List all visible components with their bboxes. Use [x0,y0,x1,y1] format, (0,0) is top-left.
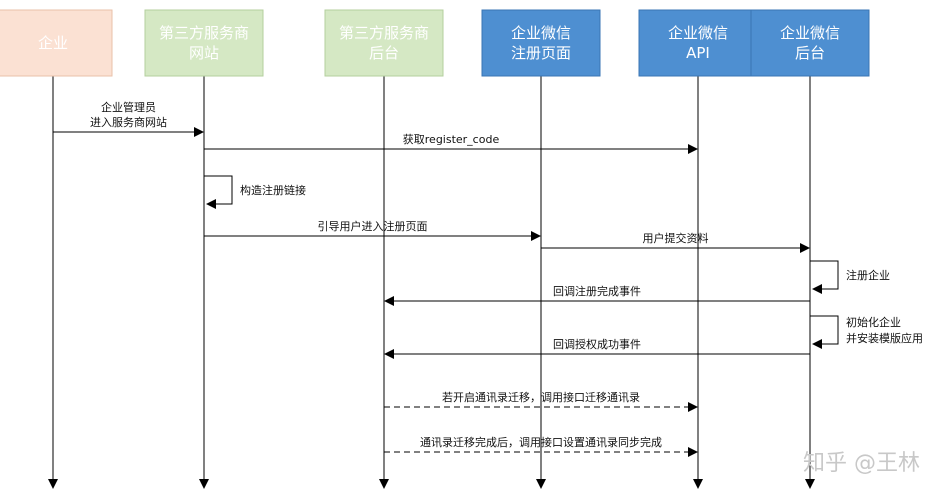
message-label: 用户提交资料 [643,231,709,245]
self-call-arrow [810,260,839,294]
actor-box [638,9,758,77]
actor-box [324,9,444,77]
actor-label: 后台 [795,44,825,62]
actor-label: 第三方服务商 [159,24,249,42]
actor-label: 企业微信 [511,24,571,42]
message-label: 通讯录迁移完成后，调用接口设置通讯录同步完成 [420,435,662,449]
message-6: 注册企业 [810,260,890,294]
message-11: 通讯录迁移完成后，调用接口设置通讯录同步完成 [384,435,698,457]
message-label: 进入服务商网站 [90,115,167,129]
actor-box [0,9,113,77]
actor-wecom-api: 企业微信 API [638,9,758,77]
watermark: 知乎 @王林 [803,451,920,476]
self-call-arrow [204,175,233,209]
actor-label: 注册页面 [511,44,571,62]
message-5: 用户提交资料 [541,231,810,253]
actor-label: 企业 [38,34,68,52]
message-label: 注册企业 [846,268,890,282]
message-9: 回调授权成功事件 [384,337,810,359]
actor-box [750,9,870,77]
message-label: 回调授权成功事件 [553,337,641,351]
message-2: 获取register_code [204,133,698,154]
message-label: 构造注册链接 [240,183,306,197]
message-label: 初始化企业 [846,315,901,329]
self-call-arrow [810,315,839,349]
message-10: 若开启通讯录迁移，调用接口迁移通讯录 [384,391,698,412]
actor-enterprise: 企业 [0,9,113,77]
actor-box [144,9,264,77]
actor-label: 第三方服务商 [339,24,429,42]
message-label: 引导用户进入注册页面 [318,219,428,233]
actor-label: 网站 [189,44,219,62]
message-label: 若开启通讯录迁移，调用接口迁移通讯录 [442,391,640,404]
message-label: 回调注册完成事件 [553,284,641,298]
message-4: 引导用户进入注册页面 [204,219,541,241]
actor-label: API [686,44,710,62]
actor-label: 企业微信 [668,24,728,42]
message-label: 并安装模版应用 [846,331,923,345]
message-label: 获取register_code [403,133,500,146]
message-label: 企业管理员 [101,100,156,114]
actor-label: 企业微信 [780,24,840,42]
actor-label: 后台 [369,44,399,62]
message-7: 回调注册完成事件 [384,284,810,306]
actor-box [481,9,601,77]
message-3: 构造注册链接 [204,175,306,209]
